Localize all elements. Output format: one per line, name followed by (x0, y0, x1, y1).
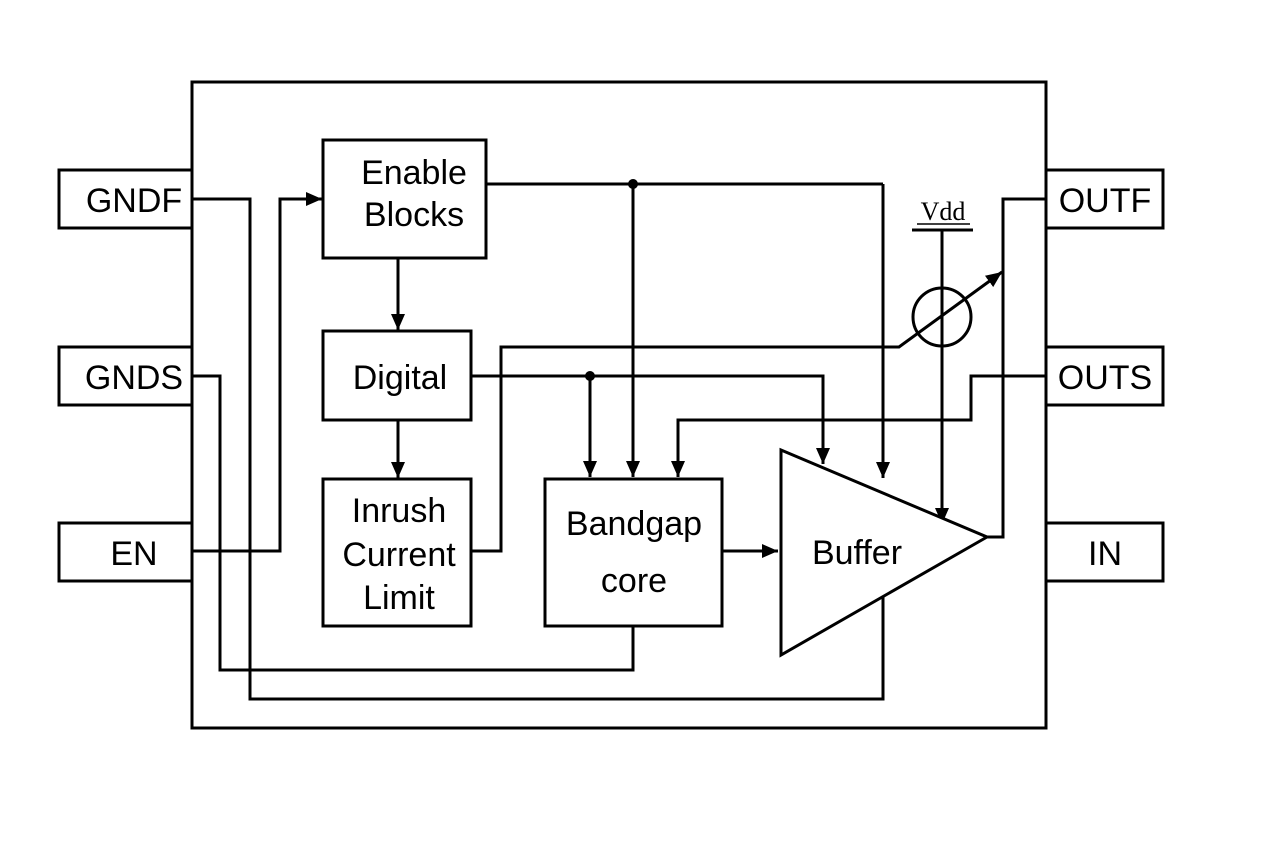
vdd-label: Vdd (921, 197, 966, 226)
pin-en: EN (57, 521, 194, 583)
pin-in: IN (1044, 521, 1165, 583)
block-inrush-label-line3: Limit (363, 579, 435, 617)
pin-gnds-label: GNDS (85, 359, 183, 397)
block-enable-label-line2: Blocks (364, 196, 464, 234)
block-buffer-label: Buffer (812, 534, 902, 572)
block-enable-label-line1: Enable (361, 154, 467, 192)
wire-gndf-return (192, 197, 885, 701)
block-inrush-label-line1: Inrush (352, 492, 447, 530)
wire-gnds-return (192, 374, 635, 672)
block-inrush-label-line2: Current (342, 536, 456, 574)
pin-gndf: GNDF (57, 168, 194, 230)
pin-outs: OUTS (1044, 345, 1165, 407)
current-source-icon (911, 286, 973, 348)
pin-outf: OUTF (1044, 168, 1165, 230)
wire-en-to-enable (192, 192, 322, 553)
block-digital-label: Digital (353, 359, 447, 397)
block-bandgap: Bandgap core (543, 477, 724, 628)
pin-gndf-label: GNDF (86, 182, 182, 220)
pin-en-label: EN (110, 535, 157, 573)
block-digital: Digital (321, 329, 473, 422)
pin-gnds: GNDS (57, 345, 194, 407)
pin-outf-label: OUTF (1059, 182, 1152, 220)
block-inrush: Inrush Current Limit (321, 477, 473, 628)
pin-in-label: IN (1088, 535, 1122, 573)
wire-inrush-to-source (471, 270, 1003, 553)
wire-buffer-to-outf (987, 197, 1046, 539)
block-buffer: Buffer (779, 447, 991, 658)
junction-dot-digital (585, 371, 595, 381)
chip-outline (190, 80, 1048, 730)
block-enable: Enable Blocks (321, 138, 488, 260)
pin-outs-label: OUTS (1058, 359, 1152, 397)
block-bandgap-label-line1: Bandgap (566, 505, 702, 543)
wire-outs-feedback (671, 374, 1046, 477)
junction-dot-enable (628, 179, 638, 189)
block-bandgap-label-line2: core (601, 562, 667, 600)
